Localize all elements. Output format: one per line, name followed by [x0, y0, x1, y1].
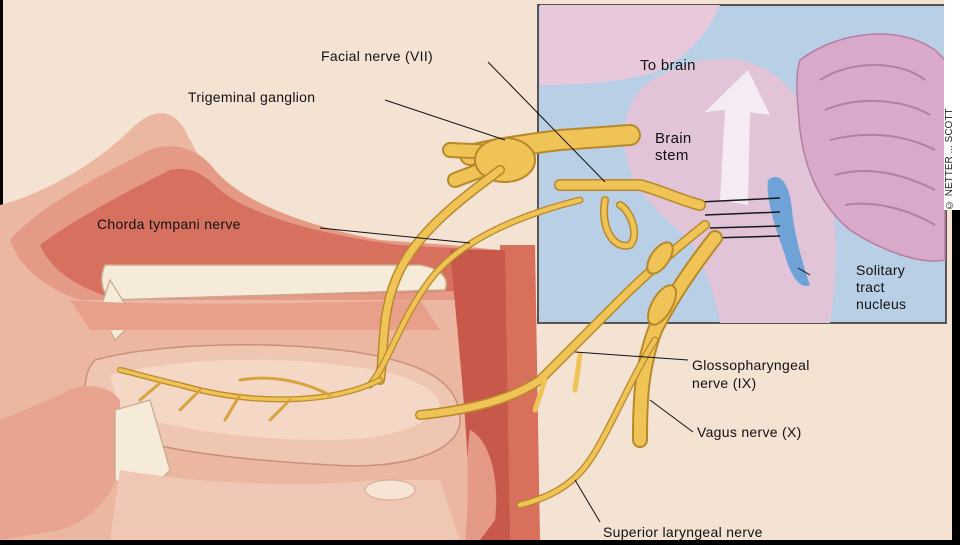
- hyoid: [365, 480, 415, 500]
- trigeminal-ganglion: [475, 138, 535, 182]
- label-to-brain: To brain: [640, 57, 696, 74]
- label-glossopharyngeal: Glossopharyngeal nerve (IX): [692, 356, 810, 392]
- copyright-credit: © NETTER ... SCOTT: [944, 0, 960, 210]
- label-brain-stem: Brain stem: [655, 130, 692, 164]
- label-vagus-nerve: Vagus nerve (X): [697, 424, 802, 441]
- label-facial-nerve: Facial nerve (VII): [321, 48, 433, 65]
- label-solitary-tract-nucleus: Solitary tract nucleus: [856, 262, 906, 313]
- label-trigeminal-ganglion: Trigeminal ganglion: [188, 89, 315, 106]
- label-superior-laryngeal: Superior laryngeal nerve: [603, 524, 763, 541]
- label-chorda-tympani: Chorda tympani nerve: [97, 216, 241, 233]
